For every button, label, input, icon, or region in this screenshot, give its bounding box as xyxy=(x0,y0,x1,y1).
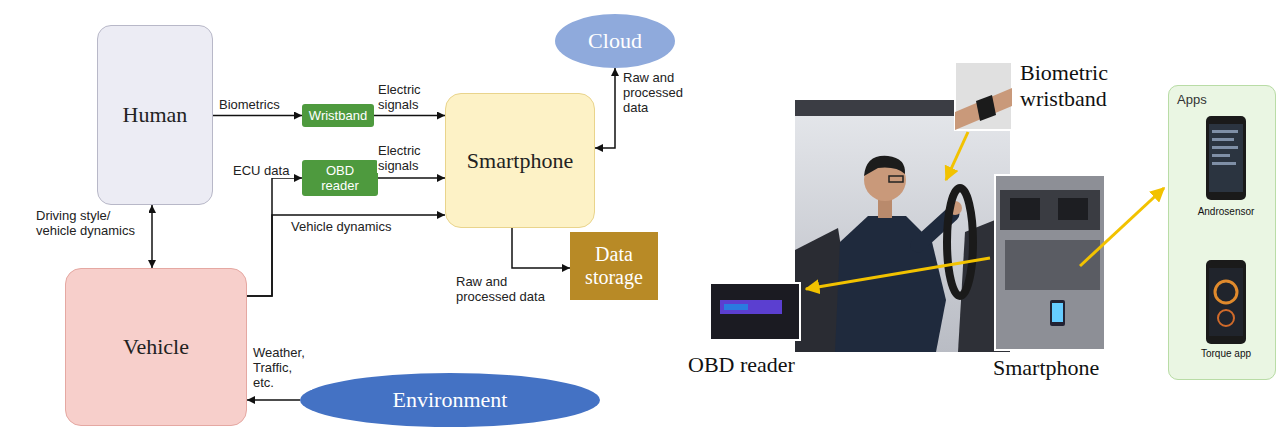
cloud-ellipse: Cloud xyxy=(555,14,675,68)
screen-line xyxy=(1212,154,1230,157)
leader-arrow xyxy=(946,132,968,180)
torque-screenshot xyxy=(1206,260,1246,344)
connector xyxy=(213,115,302,117)
edge-label: Vehicle dynamics xyxy=(290,219,422,234)
node-text: OBD reader xyxy=(306,163,374,193)
connector xyxy=(512,228,570,268)
phone-body xyxy=(1206,260,1246,344)
phone xyxy=(1050,300,1065,326)
app-name: Torque app xyxy=(1191,348,1261,360)
leader-arrow xyxy=(806,258,990,289)
wrist xyxy=(955,88,1012,130)
node-text: Data storage xyxy=(574,243,654,289)
node-text: Human xyxy=(123,102,188,127)
inset-ground xyxy=(710,283,800,340)
smartphone-box: Smartphone xyxy=(445,93,595,228)
androsensor-screenshot xyxy=(1206,116,1246,200)
part-label: Biometric wristband xyxy=(1020,60,1132,112)
node-text: Cloud xyxy=(588,28,642,53)
center-console xyxy=(1005,240,1100,290)
human-box: Human xyxy=(97,25,213,205)
connector xyxy=(247,399,300,401)
wristband-device xyxy=(976,95,996,121)
edge-label: Raw and processed data xyxy=(455,274,552,304)
ellipse-shape xyxy=(300,373,600,427)
dash-panel xyxy=(1000,190,1100,230)
air-vent xyxy=(1058,198,1088,220)
screen-line xyxy=(1212,146,1238,149)
driver-photo xyxy=(795,100,1010,352)
environment-ellipse: Environment xyxy=(300,373,600,427)
part-label: Smartphone xyxy=(993,355,1133,381)
screen-line xyxy=(1212,130,1238,133)
wristband-box: Wristband xyxy=(302,104,374,127)
apps-panel: Apps xyxy=(1168,85,1276,380)
node-text: Apps xyxy=(1177,92,1207,107)
edge-label: Driving style/ vehicle dynamics xyxy=(35,208,149,238)
connector xyxy=(378,177,445,179)
inset-ground xyxy=(995,175,1105,350)
data-storage-box: Data storage xyxy=(570,232,658,300)
connector xyxy=(247,215,445,296)
connector xyxy=(247,178,302,296)
driver-hair xyxy=(864,156,905,176)
leader-arrow xyxy=(1080,188,1164,266)
steering-wheel xyxy=(947,188,973,296)
edge-label: Electric signals xyxy=(377,82,445,112)
apps-panel-ground xyxy=(1168,85,1276,380)
edge-label: Weather, Traffic, etc. xyxy=(252,345,312,390)
driver-glasses xyxy=(889,176,903,182)
gauge xyxy=(1218,310,1234,326)
node-text: Wristband xyxy=(309,108,367,123)
phone-screen xyxy=(1052,303,1063,322)
vehicle-box: Vehicle xyxy=(65,268,247,426)
app-name: Androsensor xyxy=(1191,206,1261,218)
node-text: Smartphone xyxy=(467,148,573,173)
inset-ground xyxy=(955,62,1012,130)
phone-screen xyxy=(1209,268,1243,336)
smartphone-inset xyxy=(995,175,1105,350)
gauge xyxy=(1215,281,1237,303)
connector xyxy=(151,205,153,268)
obd-inset xyxy=(710,283,800,340)
screen-line xyxy=(1212,138,1234,141)
obd-screen-light xyxy=(724,304,748,310)
phone-screen xyxy=(1209,124,1243,192)
photo-ground xyxy=(795,100,1010,352)
wristband-inset xyxy=(955,62,1012,130)
edge-label: Biometrics xyxy=(218,97,300,112)
ellipse-shape xyxy=(555,14,675,68)
edge-label: Raw and processed data xyxy=(622,70,696,115)
connector xyxy=(374,115,445,117)
screen-line xyxy=(1212,162,1236,165)
node-text: Environment xyxy=(393,387,508,412)
connector xyxy=(595,68,615,148)
part-label: OBD reader xyxy=(688,352,838,378)
edge-label: Electric signals xyxy=(377,143,445,173)
phone-body xyxy=(1206,116,1246,200)
obd-screen xyxy=(720,300,782,314)
node-text: Vehicle xyxy=(123,334,189,359)
obd-reader-box: OBD reader xyxy=(302,160,378,196)
air-vent xyxy=(1010,198,1040,220)
edge-label: ECU data xyxy=(232,163,294,178)
